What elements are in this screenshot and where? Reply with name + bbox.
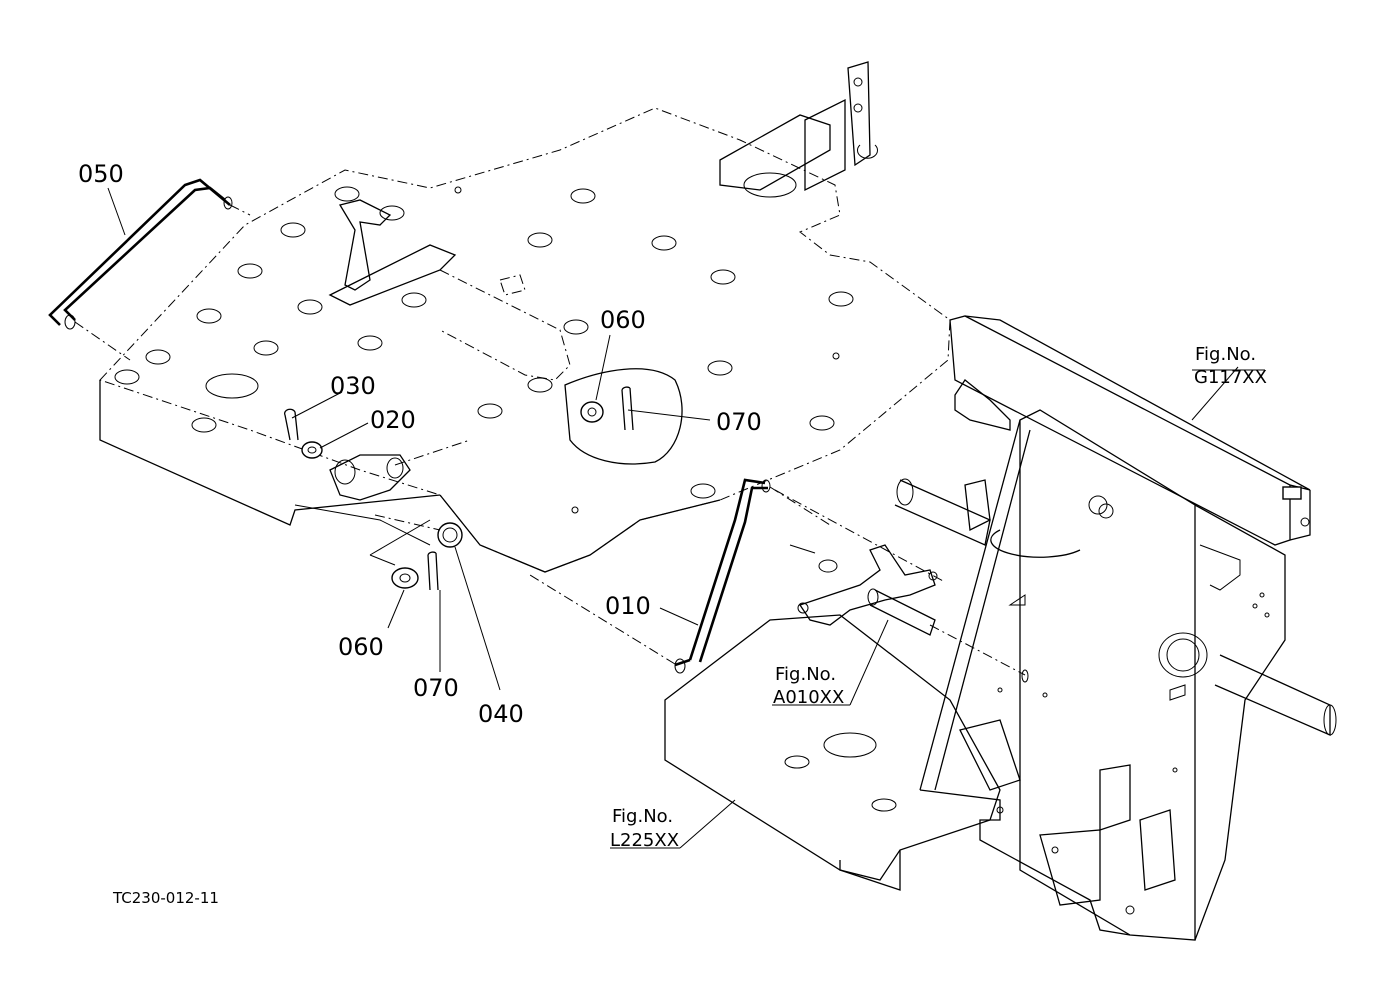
label-030: 030 bbox=[330, 372, 376, 400]
label-060-upper: 060 bbox=[600, 306, 646, 334]
label-070-upper: 070 bbox=[716, 408, 762, 436]
yoke-hardware bbox=[284, 368, 683, 591]
part-010-rod bbox=[529, 478, 831, 674]
part-050-rod bbox=[48, 178, 251, 361]
fig-ref-l225-code: L225XX bbox=[610, 830, 679, 851]
lower-plate bbox=[664, 614, 1001, 891]
label-060-lower: 060 bbox=[338, 633, 384, 661]
fig-ref-a010-code: A010XX bbox=[773, 687, 844, 708]
hidden-link bbox=[328, 199, 571, 381]
label-070-lower: 070 bbox=[413, 674, 459, 702]
fig-ref-l225-title: Fig.No. bbox=[612, 806, 673, 827]
fig-ref-a010-title: Fig.No. bbox=[775, 664, 836, 685]
leader-lines bbox=[107, 187, 1265, 849]
fig-ref-g117-title: Fig.No. bbox=[1195, 344, 1256, 365]
upper-bracket bbox=[719, 61, 878, 198]
fig-ref-g117-code: G117XX bbox=[1194, 367, 1267, 388]
pedal-arm bbox=[774, 489, 1029, 683]
right-frame bbox=[894, 315, 1337, 941]
label-010: 010 bbox=[605, 592, 651, 620]
part-labels: 050 060 070 030 020 010 060 070 040 bbox=[78, 160, 762, 728]
figure-references: Fig.No. G117XX Fig.No. A010XX Fig.No. L2… bbox=[610, 344, 1267, 851]
floor-plate bbox=[99, 107, 951, 573]
drawing-code: TC230-012-11 bbox=[112, 889, 219, 907]
label-040: 040 bbox=[478, 700, 524, 728]
label-050: 050 bbox=[78, 160, 124, 188]
bushing-holes bbox=[114, 186, 854, 514]
label-020: 020 bbox=[370, 406, 416, 434]
